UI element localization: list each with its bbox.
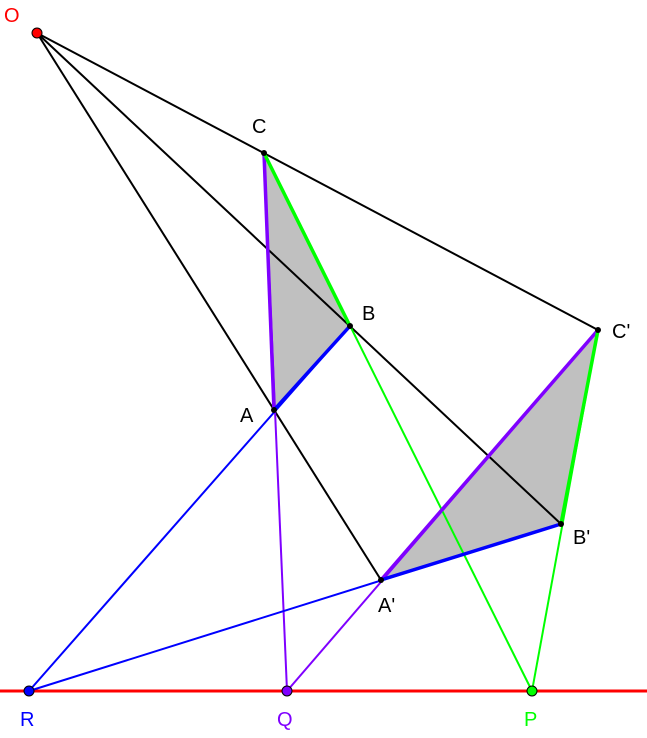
side-a1b1 — [380, 522, 562, 582]
label-b1: B' — [573, 527, 590, 549]
label-o: O — [4, 5, 20, 27]
point-b1[interactable] — [558, 521, 564, 527]
triangle-abc — [264, 153, 350, 410]
label-c1: C' — [612, 321, 630, 343]
point-b[interactable] — [347, 323, 353, 329]
ray-o-b-b1 — [36, 32, 562, 525]
label-b: B — [362, 303, 375, 325]
point-r[interactable] — [23, 685, 35, 697]
point-q[interactable] — [281, 685, 293, 697]
point-c1[interactable] — [595, 327, 601, 333]
label-a1: A' — [378, 595, 395, 617]
side-ca — [262, 152, 276, 411]
label-q: Q — [277, 709, 293, 731]
point-a1[interactable] — [378, 577, 384, 583]
side-b1c1 — [559, 329, 600, 525]
label-r: R — [20, 709, 34, 731]
label-a: A — [240, 405, 254, 427]
label-c: C — [252, 116, 266, 138]
ray-o-a-a1 — [36, 32, 382, 581]
point-c[interactable] — [261, 150, 267, 156]
point-p[interactable] — [526, 685, 538, 697]
point-o[interactable] — [31, 27, 43, 39]
label-p: P — [524, 709, 537, 731]
side-ab — [272, 324, 352, 412]
point-a[interactable] — [271, 407, 277, 413]
ray-o-c-c1 — [36, 32, 599, 331]
side-a1c1 — [379, 328, 600, 582]
side-cb — [262, 152, 352, 327]
